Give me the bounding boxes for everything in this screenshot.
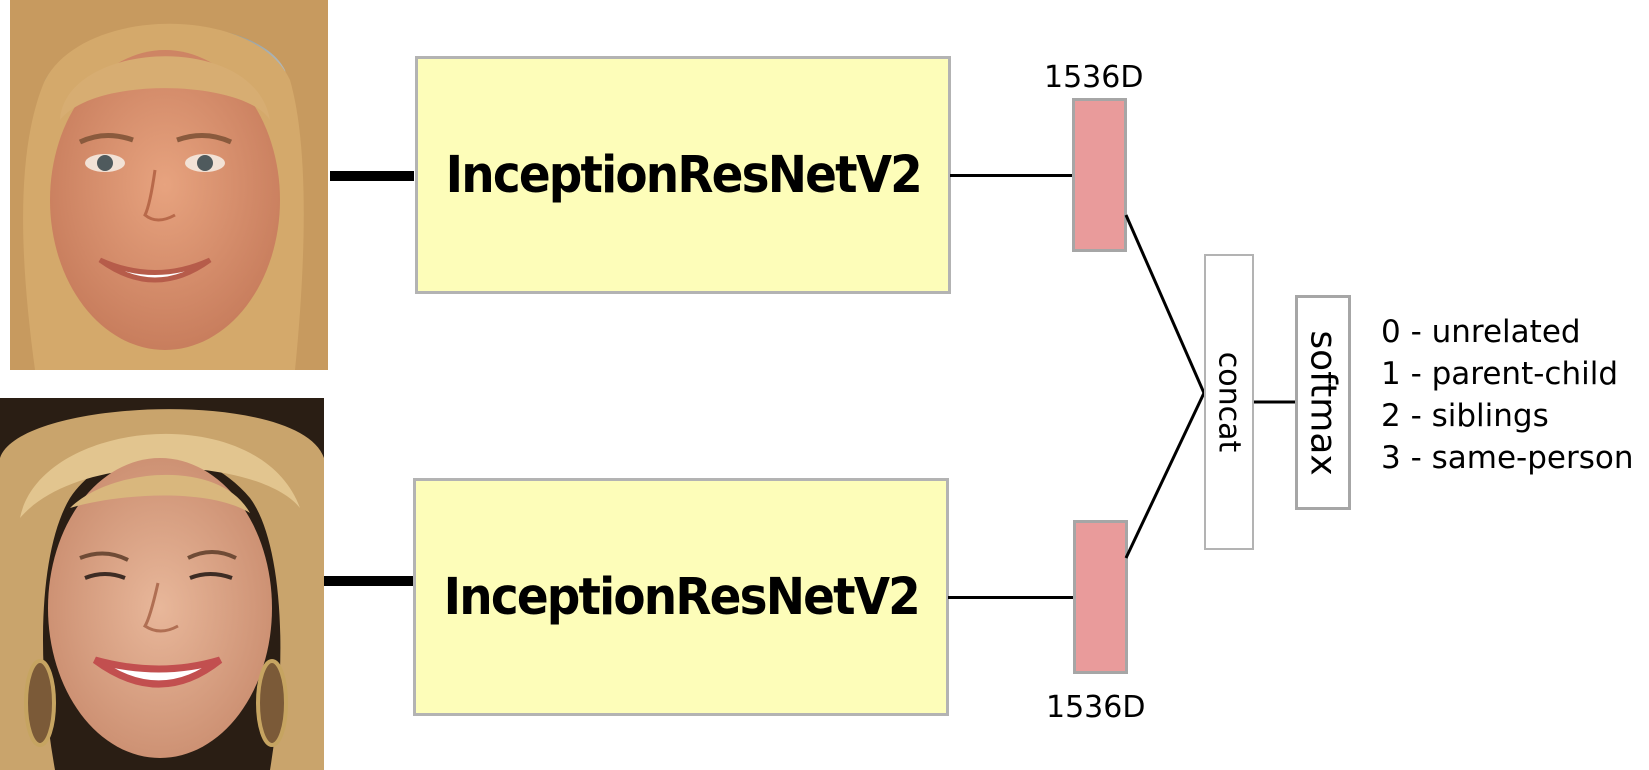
bottom-input-connector xyxy=(324,576,414,586)
bottom-face-photo xyxy=(0,398,324,770)
softmax-label: softmax xyxy=(1302,329,1344,476)
class-item-parent-child: 1 - parent-child xyxy=(1381,356,1619,392)
output-classes-list: 0 - unrelated 1 - parent-child 2 - sibli… xyxy=(1381,311,1633,479)
top-face-photo xyxy=(5,0,328,370)
top-feature-dim-label: 1536D xyxy=(1044,60,1144,95)
concat-label: concat xyxy=(1211,351,1247,453)
bottom-inception-resnet-box: InceptionResNetV2 xyxy=(413,478,949,716)
top-feature-vector xyxy=(1072,98,1127,252)
class-item-unrelated: 0 - unrelated xyxy=(1381,314,1581,350)
bottom-inception-resnet-label: InceptionResNetV2 xyxy=(443,567,920,627)
concat-box: concat xyxy=(1204,254,1254,550)
bottom-network-to-feature-line xyxy=(948,596,1074,599)
top-inception-resnet-label: InceptionResNetV2 xyxy=(445,145,922,205)
softmax-box: softmax xyxy=(1295,295,1351,510)
top-input-connector xyxy=(330,171,414,181)
top-inception-resnet-box: InceptionResNetV2 xyxy=(415,56,951,294)
class-item-siblings: 2 - siblings xyxy=(1381,398,1549,434)
top-network-to-feature-line xyxy=(950,174,1073,177)
bottom-feature-vector xyxy=(1073,520,1128,674)
class-item-same-person: 3 - same-person xyxy=(1381,440,1634,476)
bottom-feature-dim-label: 1536D xyxy=(1046,690,1146,725)
